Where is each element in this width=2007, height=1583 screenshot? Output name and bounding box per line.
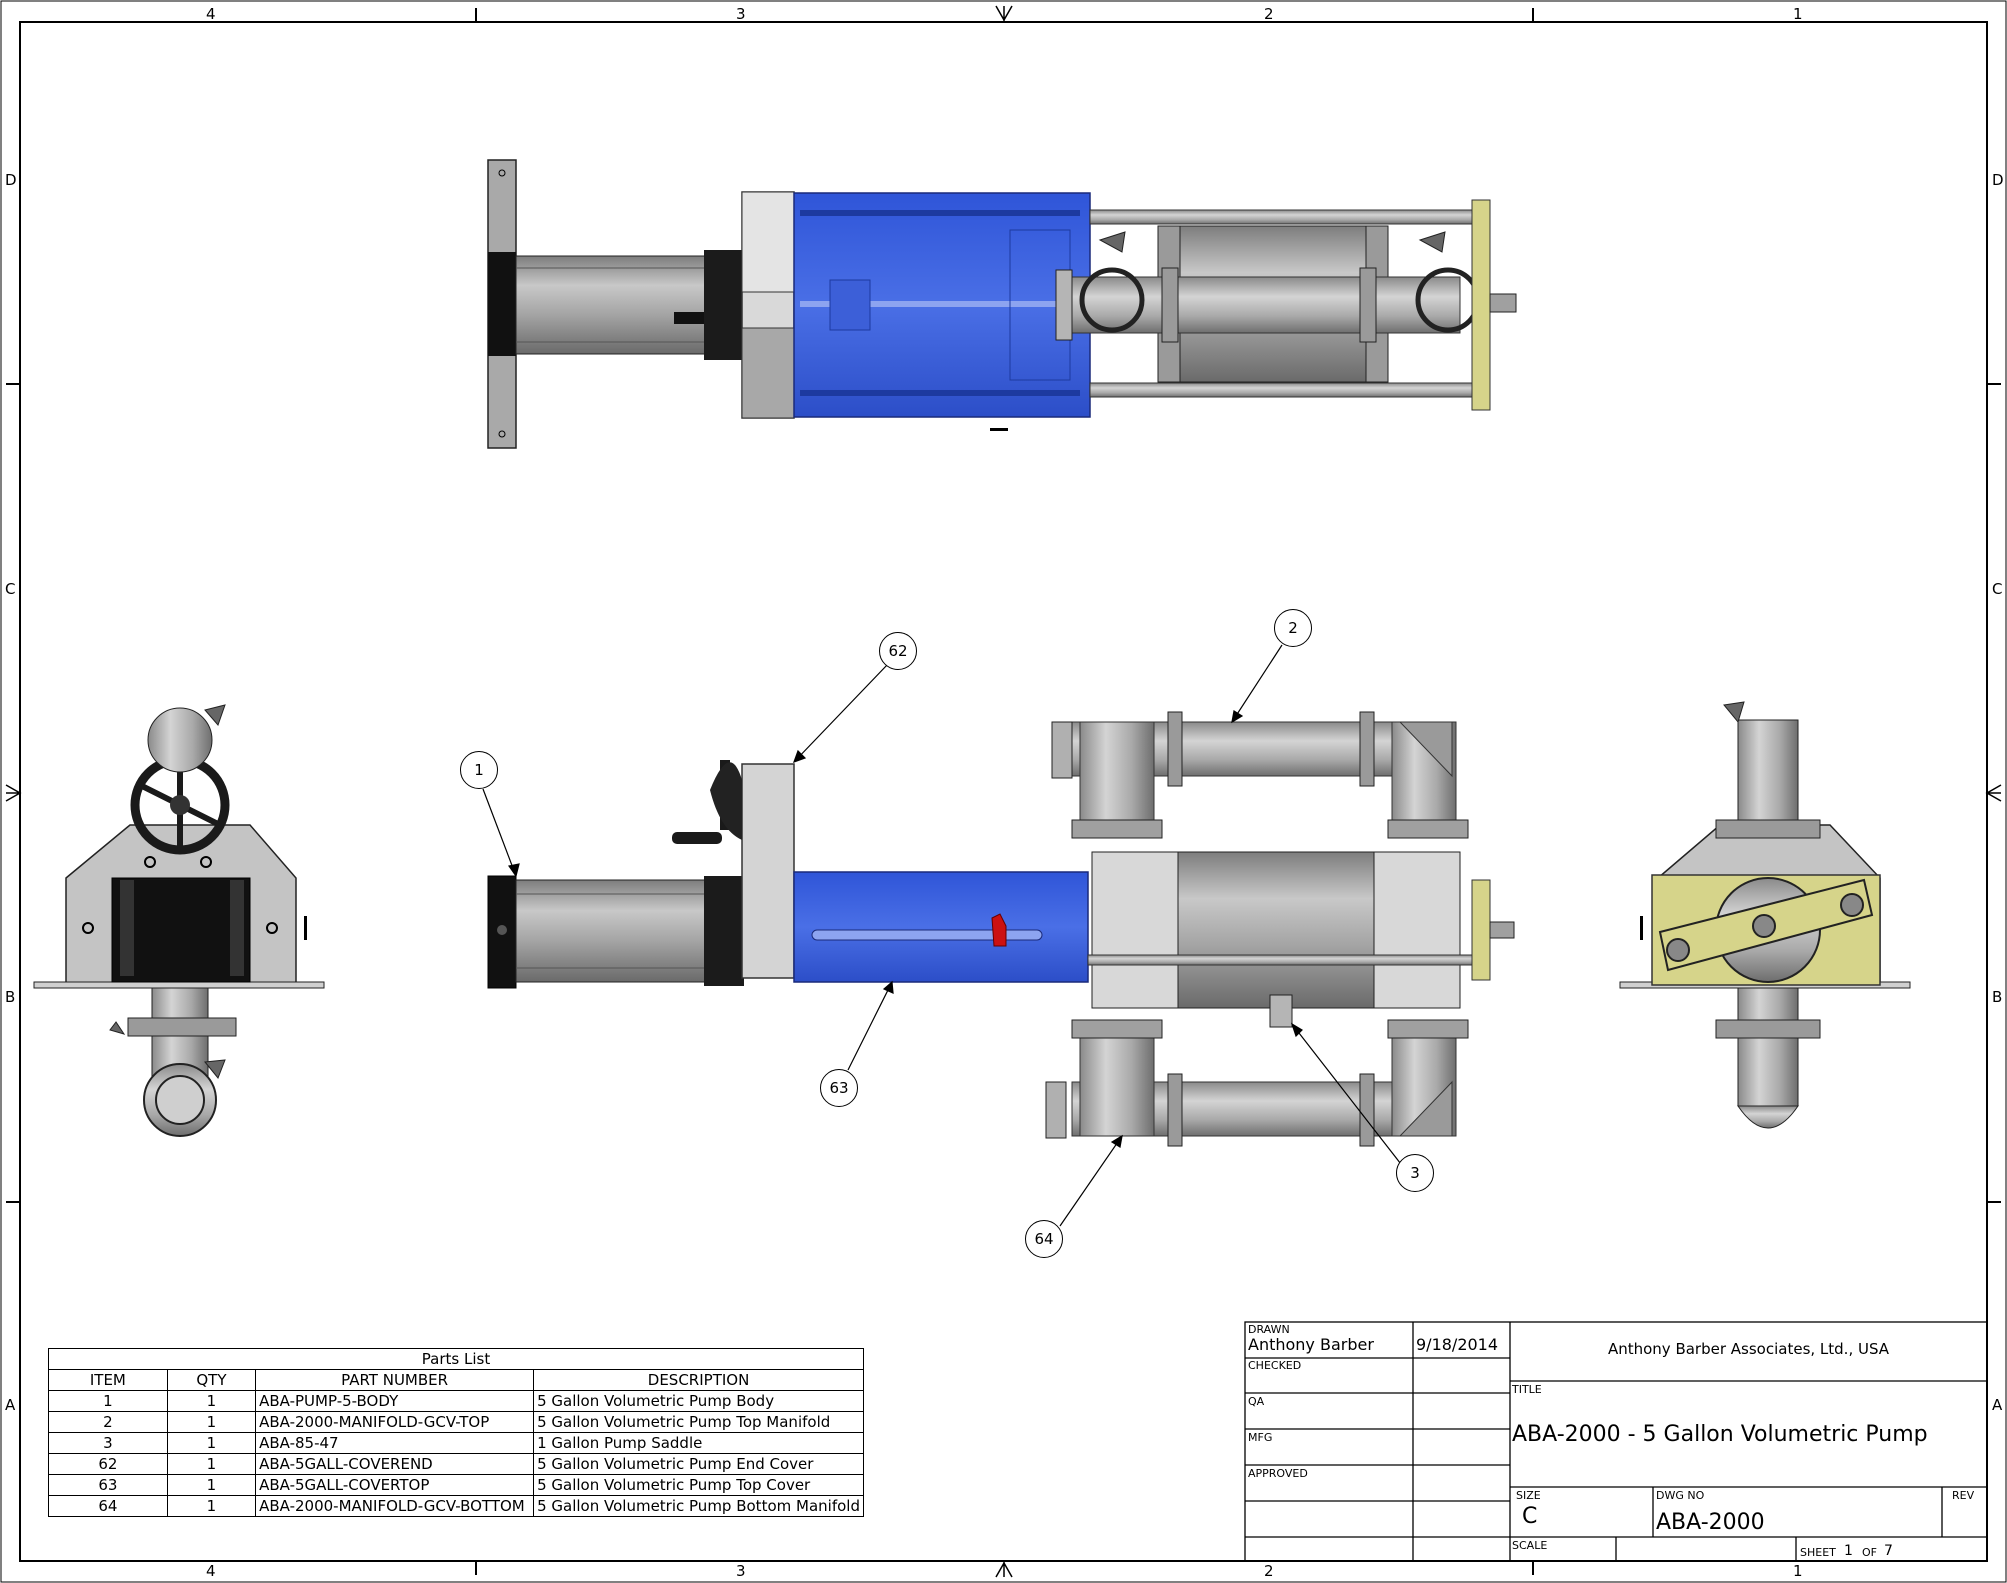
of-label: OF	[1862, 1546, 1877, 1559]
cell-part-number: ABA-PUMP-5-BODY	[255, 1390, 535, 1412]
drawing-number: ABA-2000	[1656, 1510, 1765, 1535]
cell-description: 5 Gallon Volumetric Pump Bottom Manifold	[533, 1495, 864, 1517]
cell-qty: 1	[166, 1432, 257, 1454]
parts-list-header-row: ITEM QTY PART NUMBER DESCRIPTION	[48, 1369, 864, 1391]
header-description: DESCRIPTION	[533, 1369, 864, 1391]
cell-description: 1 Gallon Pump Saddle	[533, 1432, 864, 1454]
sheet-number: 1	[1844, 1543, 1853, 1559]
table-row: 63 1 ABA-5GALL-COVERTOP 5 Gallon Volumet…	[48, 1474, 864, 1496]
header-qty: QTY	[166, 1369, 257, 1391]
title-label: TITLE	[1512, 1383, 1542, 1396]
parts-list-title: Parts List	[48, 1348, 864, 1370]
table-row: 64 1 ABA-2000-MANIFOLD-GCV-BOTTOM 5 Gall…	[48, 1495, 864, 1517]
cell-qty: 1	[166, 1411, 257, 1433]
zone-col-bottom-4: 4	[206, 1562, 216, 1580]
zone-row-right-d: D	[1992, 171, 2004, 189]
cell-part-number: ABA-5GALL-COVEREND	[255, 1453, 535, 1475]
zone-col-bottom-1: 1	[1793, 1562, 1803, 1580]
cell-qty: 1	[166, 1453, 257, 1475]
zone-row-right-a: A	[1992, 1396, 2003, 1414]
drawn-date: 9/18/2014	[1416, 1335, 1499, 1354]
cell-part-number: ABA-2000-MANIFOLD-GCV-TOP	[255, 1411, 535, 1433]
table-row: 62 1 ABA-5GALL-COVEREND 5 Gallon Volumet…	[48, 1453, 864, 1475]
parts-list-title-row: Parts List	[48, 1348, 864, 1370]
balloon-item-63: 63	[820, 1069, 858, 1107]
zone-row-left-b: B	[5, 988, 16, 1006]
zone-col-top-2: 2	[1264, 5, 1274, 23]
zone-col-bottom-2: 2	[1264, 1562, 1274, 1580]
cell-description: 5 Gallon Volumetric Pump End Cover	[533, 1453, 864, 1475]
size-label: SIZE	[1516, 1489, 1541, 1502]
balloon-item-2: 2	[1274, 609, 1312, 647]
header-item: ITEM	[48, 1369, 168, 1391]
cell-part-number: ABA-5GALL-COVERTOP	[255, 1474, 535, 1496]
drawn-label: DRAWN	[1248, 1323, 1290, 1336]
scale-label: SCALE	[1512, 1539, 1548, 1552]
cell-item: 62	[48, 1453, 168, 1475]
approved-label: APPROVED	[1248, 1467, 1308, 1480]
cell-qty: 1	[166, 1390, 257, 1412]
zone-row-left-c: C	[5, 580, 16, 598]
drawing-title: ABA-2000 - 5 Gallon Volumetric Pump	[1512, 1422, 1928, 1447]
dwg-no-label: DWG NO	[1656, 1489, 1705, 1502]
zone-row-left-d: D	[5, 171, 17, 189]
leader-lines	[482, 644, 1405, 1227]
cell-part-number: ABA-2000-MANIFOLD-GCV-BOTTOM	[255, 1495, 535, 1517]
cell-item: 63	[48, 1474, 168, 1496]
title-block-grid	[1244, 1321, 1988, 1562]
front-view	[487, 711, 1515, 1147]
balloon-item-1: 1	[460, 751, 498, 789]
balloon-item-64: 64	[1025, 1220, 1063, 1258]
rev-label: REV	[1952, 1489, 1975, 1502]
cell-item: 2	[48, 1411, 168, 1433]
balloon-item-62: 62	[879, 632, 917, 670]
cell-qty: 1	[166, 1474, 257, 1496]
cell-item: 64	[48, 1495, 168, 1517]
table-row: 1 1 ABA-PUMP-5-BODY 5 Gallon Volumetric …	[48, 1390, 864, 1412]
cell-description: 5 Gallon Volumetric Pump Body	[533, 1390, 864, 1412]
header-part-number: PART NUMBER	[255, 1369, 535, 1391]
mfg-label: MFG	[1248, 1431, 1273, 1444]
cell-description: 5 Gallon Volumetric Pump Top Manifold	[533, 1411, 864, 1433]
sheet-label: SHEET	[1800, 1546, 1836, 1559]
balloon-item-3: 3	[1396, 1154, 1434, 1192]
right-end-view	[1619, 701, 1911, 1129]
zone-col-top-1: 1	[1793, 5, 1803, 23]
left-end-view	[33, 704, 325, 1137]
cell-qty: 1	[166, 1495, 257, 1517]
sheet-size: C	[1522, 1504, 1538, 1529]
sheets-total: 7	[1884, 1543, 1893, 1559]
top-view	[487, 159, 1517, 449]
cell-description: 5 Gallon Volumetric Pump Top Cover	[533, 1474, 864, 1496]
parts-list-table: Parts List ITEM QTY PART NUMBER DESCRIPT…	[48, 1348, 864, 1517]
table-row: 2 1 ABA-2000-MANIFOLD-GCV-TOP 5 Gallon V…	[48, 1411, 864, 1433]
zone-row-right-b: B	[1992, 988, 2003, 1006]
drawn-by: Anthony Barber	[1248, 1335, 1374, 1354]
company-name: Anthony Barber Associates, Ltd., USA	[1607, 1340, 1890, 1358]
zone-col-top-4: 4	[206, 5, 216, 23]
zone-col-bottom-3: 3	[736, 1562, 746, 1580]
checked-label: CHECKED	[1248, 1359, 1302, 1372]
cell-item: 1	[48, 1390, 168, 1412]
cell-part-number: ABA-85-47	[255, 1432, 535, 1454]
qa-label: QA	[1248, 1395, 1265, 1408]
zone-row-left-a: A	[5, 1396, 16, 1414]
zone-row-right-c: C	[1992, 580, 2003, 598]
table-row: 3 1 ABA-85-47 1 Gallon Pump Saddle	[48, 1432, 864, 1454]
zone-col-top-3: 3	[736, 5, 746, 23]
cell-item: 3	[48, 1432, 168, 1454]
